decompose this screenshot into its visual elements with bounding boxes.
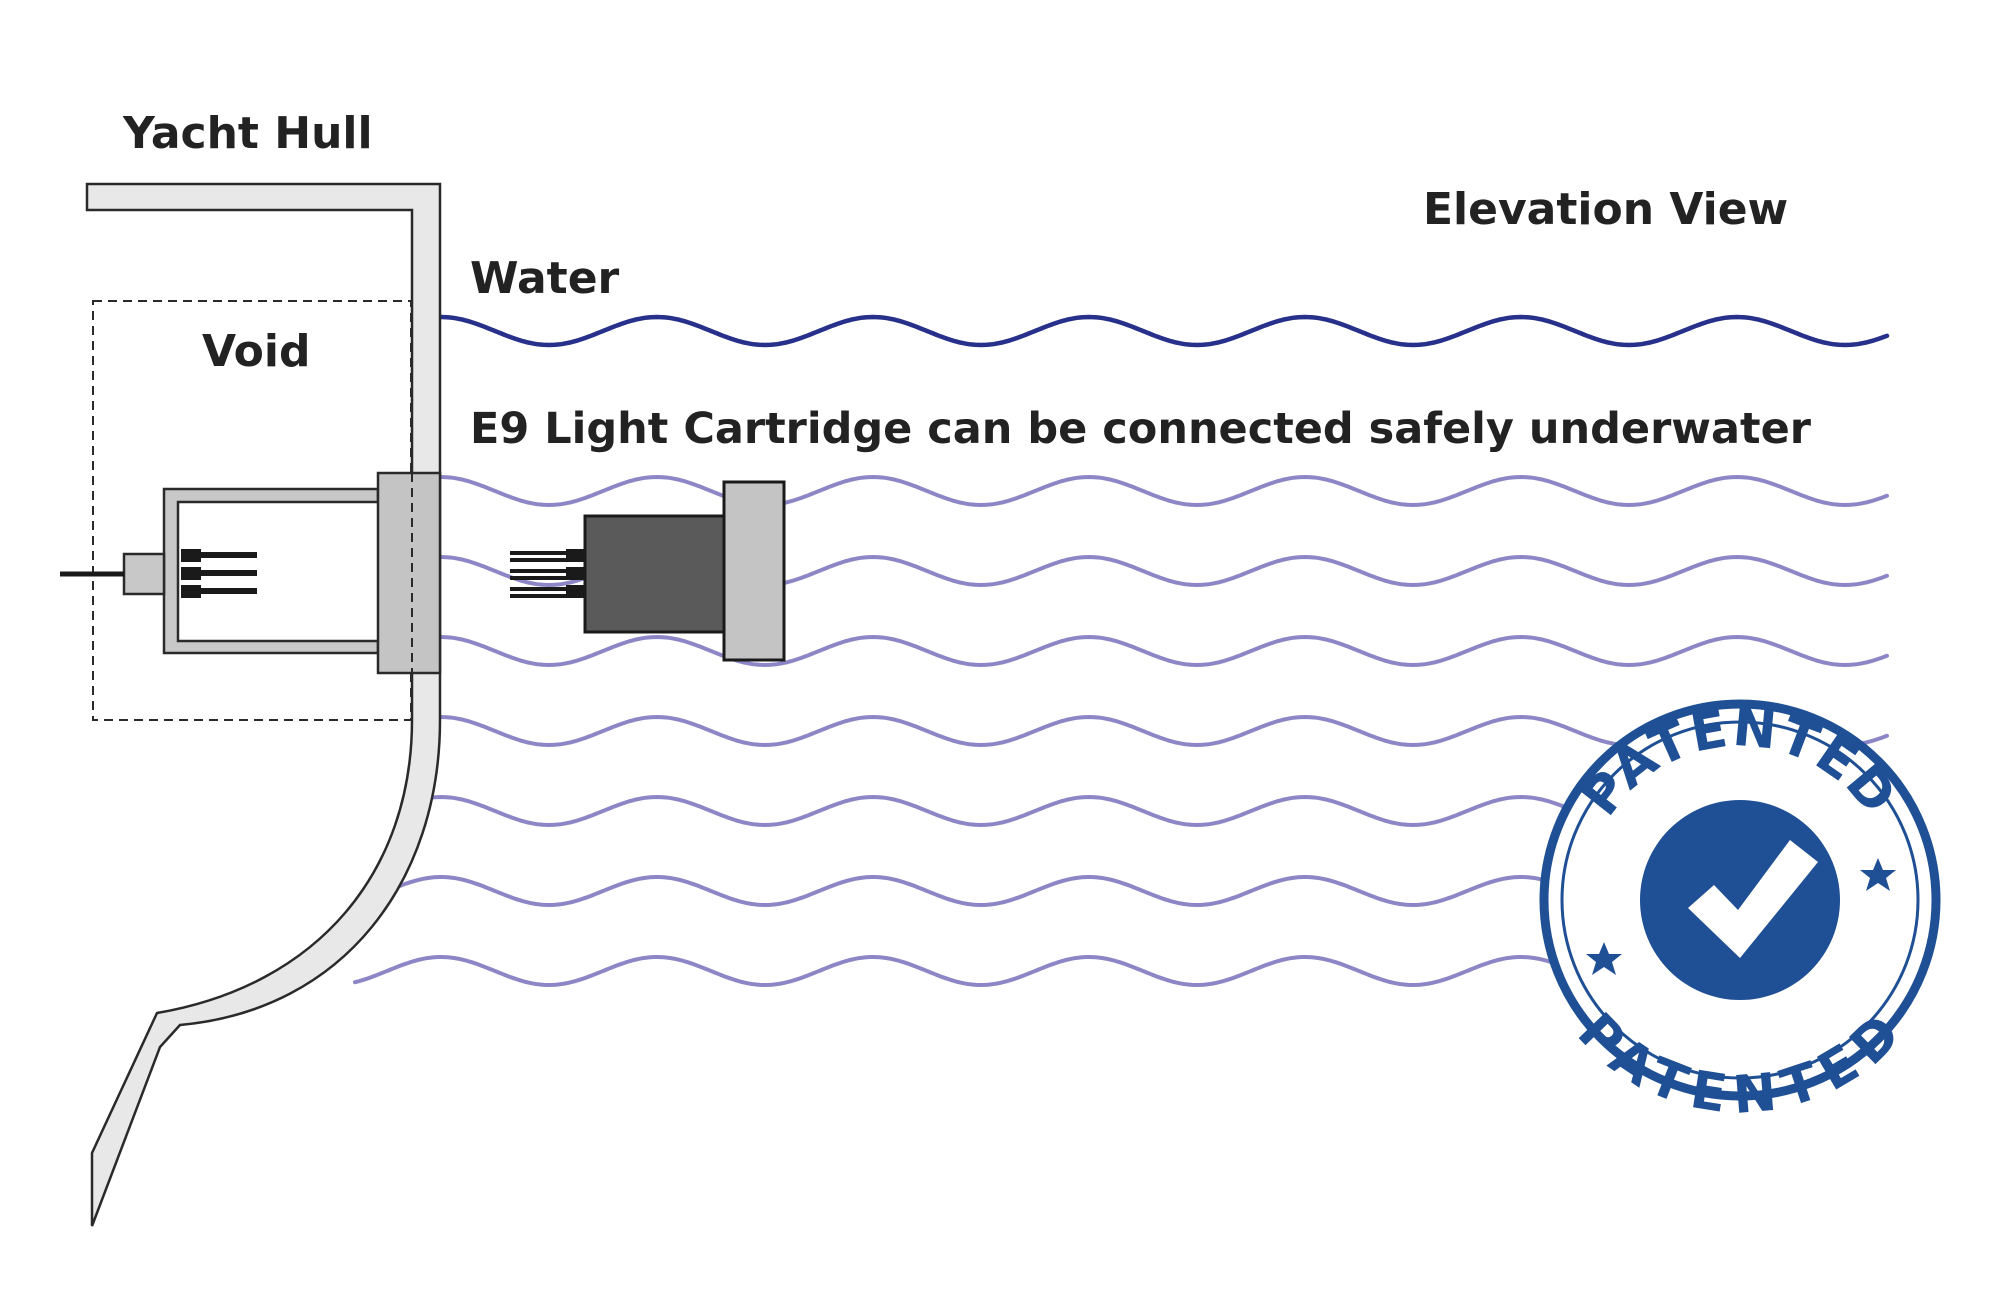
underwater-wave — [439, 474, 1889, 508]
cartridge-caption: E9 Light Cartridge can be connected safe… — [470, 404, 1812, 454]
cartridge-body — [583, 514, 727, 634]
star-icon — [1860, 858, 1896, 891]
check-mark-icon — [1688, 840, 1818, 958]
star-icon — [1586, 942, 1622, 975]
surface-wave — [438, 314, 1890, 348]
underwater-wave — [439, 634, 1889, 668]
patented-stamp: PATENTED PATENTED — [1539, 698, 1941, 1126]
socket-pins — [181, 549, 257, 598]
cartridge-pins — [510, 549, 586, 598]
light-housing — [60, 487, 380, 655]
cable-gland — [122, 552, 166, 596]
void-label: Void — [202, 326, 310, 377]
elevation-view-label: Elevation View — [1423, 184, 1788, 235]
water-label: Water — [470, 253, 620, 304]
yacht-hull — [85, 182, 442, 1227]
cartridge-lens-ring — [722, 480, 786, 662]
hull-flange — [376, 471, 442, 675]
yacht-hull-label: Yacht Hull — [122, 108, 373, 159]
e9-light-cartridge — [510, 480, 786, 662]
